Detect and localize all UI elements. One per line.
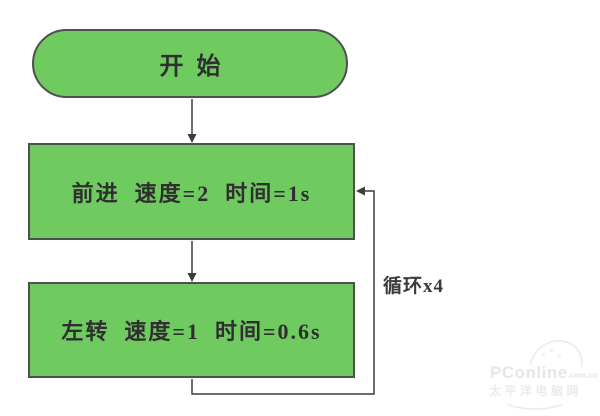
- left-turn-step-node: 左转 速度=1 时间=0.6s: [28, 282, 355, 378]
- loop-count-label: 循环x4: [383, 276, 445, 297]
- arrowhead-loop-left-icon: [356, 186, 365, 196]
- start-node: 开始: [32, 29, 348, 98]
- forward-step-label: 前进 速度=2 时间=1s: [71, 180, 312, 206]
- arrowhead-down-2-icon: [187, 273, 197, 282]
- arrowhead-down-1-icon: [187, 134, 197, 143]
- loop-connector: [191, 190, 375, 395]
- forward-step-node: 前进 速度=2 时间=1s: [28, 143, 355, 240]
- left-turn-step-label: 左转 速度=1 时间=0.6s: [61, 319, 322, 344]
- start-node-label: 开始: [159, 54, 234, 80]
